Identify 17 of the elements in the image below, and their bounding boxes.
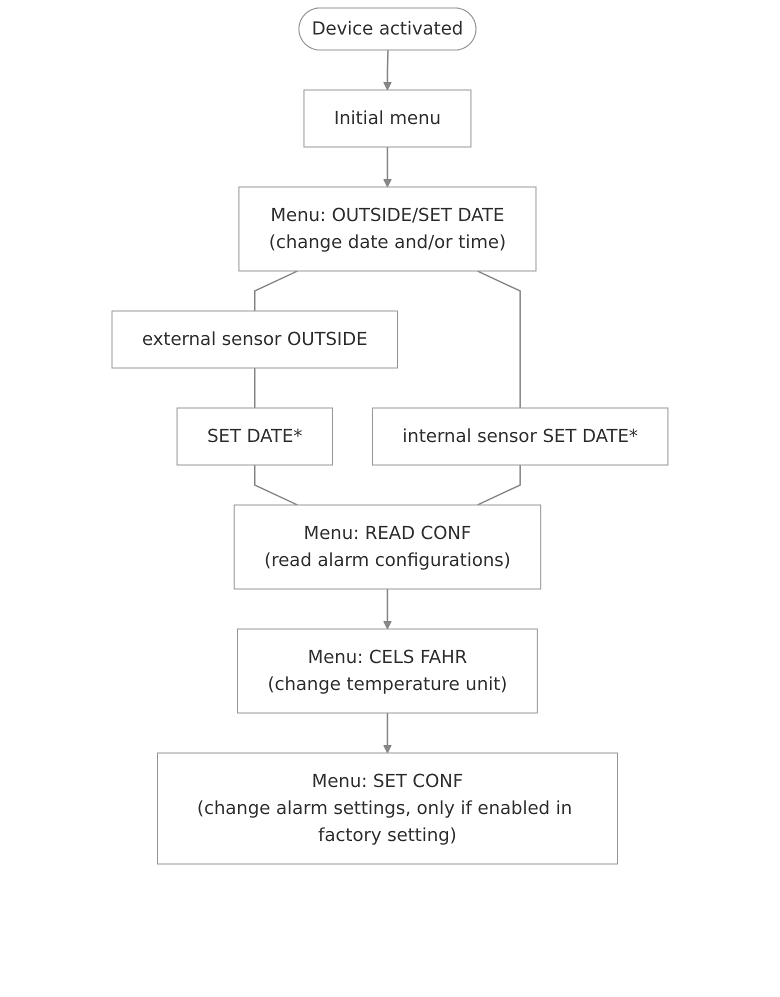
node-box: Menu: SET CONF (change alarm settings, only if enabled in factory setting) (156, 752, 618, 864)
arrow (383, 713, 392, 754)
arrow (383, 50, 392, 90)
node-box: Menu: READ CONF (read alarm configurations) (234, 504, 542, 590)
arrow (383, 589, 392, 630)
arrow (383, 147, 392, 188)
node-box: SET DATE* (176, 408, 333, 466)
connector (254, 270, 298, 311)
node-box: Menu: OUTSIDE/SET DATE (change date and/or time) (238, 186, 536, 272)
node-box: Menu: CELS FAHR (change temperature unit) (237, 628, 538, 714)
connector (254, 465, 298, 506)
connector (477, 270, 521, 408)
node-box: Initial menu (304, 90, 472, 148)
node-box: internal sensor SET DATE* (372, 408, 668, 466)
connector (477, 465, 521, 506)
node-box: external sensor OUTSIDE (112, 310, 398, 368)
connector (254, 368, 256, 408)
